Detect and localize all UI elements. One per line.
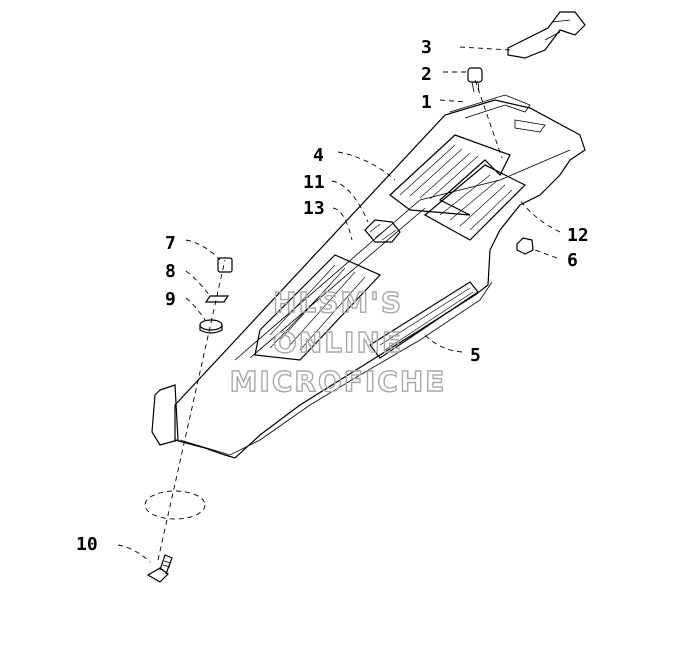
bolt-part-10	[146, 554, 173, 583]
callout-6: 6	[567, 250, 578, 271]
leader-lines	[117, 46, 561, 563]
spacer-part-7	[217, 257, 233, 273]
mounting-hole-outline	[144, 490, 206, 520]
watermark: HLSM'S ONLINE MICROFICHE	[229, 285, 447, 398]
callout-3: 3	[421, 37, 432, 58]
assembly-axis-rear	[474, 79, 503, 159]
decal-12	[423, 164, 527, 241]
nut-part-6	[516, 237, 534, 255]
callout-5: 5	[470, 345, 481, 366]
decal-11	[364, 219, 401, 243]
watermark-line-1: HLSM'S	[273, 286, 403, 319]
assembly-axis-front	[157, 259, 226, 561]
washer-part-8	[204, 295, 230, 303]
watermark-line-2: ONLINE	[273, 326, 403, 359]
decal-5	[369, 281, 479, 359]
callout-11: 11	[303, 172, 325, 193]
decal-13	[254, 254, 382, 361]
watermark-line-3: MICROFICHE	[230, 365, 447, 398]
skid-plate	[151, 94, 586, 459]
callout-13: 13	[303, 198, 325, 219]
callout-2: 2	[421, 64, 432, 85]
callout-10: 10	[76, 534, 98, 555]
callout-1: 1	[421, 92, 432, 113]
grommet-part-9	[199, 319, 223, 334]
callout-7: 7	[165, 233, 176, 254]
decal-4	[389, 134, 511, 216]
callout-12: 12	[567, 225, 589, 246]
callout-9: 9	[165, 289, 176, 310]
callout-4: 4	[313, 145, 324, 166]
bracket-part-3	[507, 11, 586, 59]
callout-8: 8	[165, 261, 176, 282]
